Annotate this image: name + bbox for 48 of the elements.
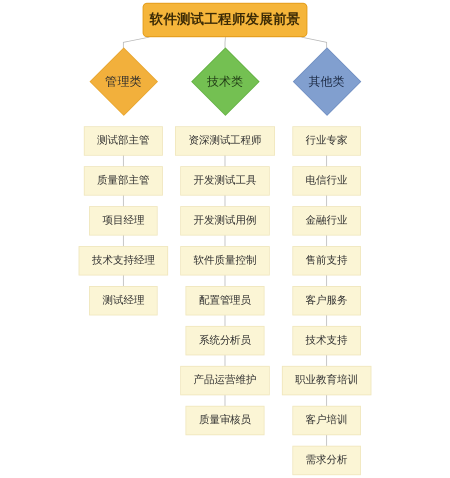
connector-line: [301, 36, 328, 48]
connector-line: [122, 234, 124, 247]
role-box: 金融行业: [292, 206, 361, 236]
role-box: 客户培训: [292, 406, 361, 436]
role-box: 技术支持: [292, 326, 361, 356]
role-box: 系统分析员: [185, 326, 265, 356]
role-box: 产品运营维护: [180, 366, 270, 396]
role-box: 开发测试工具: [180, 166, 270, 196]
category-diamond: 管理类: [90, 47, 158, 116]
role-box: 客户服务: [292, 286, 361, 316]
connector-line: [326, 154, 328, 167]
connector-line: [224, 314, 226, 327]
connector-line: [224, 194, 226, 207]
connector-line: [224, 354, 226, 367]
connector-line: [326, 194, 328, 207]
role-box: 测试经理: [89, 286, 158, 316]
role-box: 行业专家: [292, 126, 361, 156]
role-box: 需求分析: [292, 446, 361, 476]
connector-line: [122, 36, 150, 48]
connector-line: [224, 36, 226, 48]
connector-line: [326, 274, 328, 287]
connector-line: [224, 274, 226, 287]
role-box: 配置管理员: [185, 286, 265, 316]
role-box: 资深测试工程师: [174, 126, 276, 156]
role-box: 软件质量控制: [180, 246, 270, 276]
role-box: 项目经理: [89, 206, 158, 236]
role-box: 电信行业: [292, 166, 361, 196]
title-box: 软件测试工程师发展前景: [142, 2, 308, 38]
category-diamond: 技术类: [191, 47, 260, 116]
connector-line: [224, 394, 226, 407]
role-box: 职业教育培训: [282, 366, 372, 396]
connector-line: [224, 234, 226, 247]
connector-line: [122, 274, 124, 287]
role-box: 售前支持: [292, 246, 361, 276]
connector-line: [122, 154, 124, 167]
connector-line: [326, 234, 328, 247]
role-box: 质量审核员: [185, 406, 265, 436]
connector-line: [326, 314, 328, 327]
connector-line: [224, 154, 226, 167]
category-diamond: 其他类: [292, 47, 362, 116]
connector-line: [326, 434, 328, 447]
connector-line: [326, 394, 328, 407]
role-box: 技术支持经理: [78, 246, 168, 276]
connector-line: [122, 194, 124, 207]
role-box: 测试部主管: [84, 126, 163, 156]
connector-line: [326, 354, 328, 367]
role-box: 开发测试用例: [180, 206, 270, 236]
role-box: 质量部主管: [84, 166, 163, 196]
